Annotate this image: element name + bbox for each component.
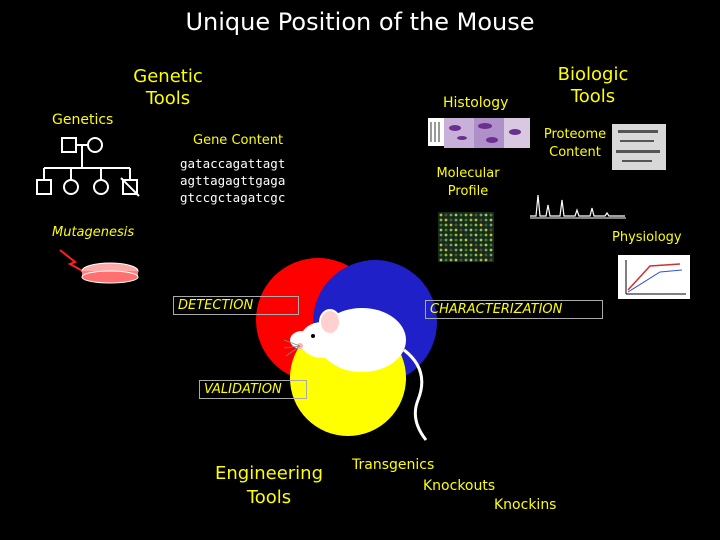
knockins-label: Knockins: [494, 497, 557, 513]
histology-label: Histology: [443, 95, 509, 111]
characterization-text: CHARACTERIZATION: [430, 302, 563, 317]
detection-text: DETECTION: [178, 298, 254, 313]
detection-circle: [256, 258, 380, 382]
genetic-tools-label: Genetic Tools: [133, 66, 203, 109]
characterization-label: CHARACTERIZATION: [425, 300, 603, 319]
biologic-tools-label: Biologic Tools: [557, 64, 629, 107]
mouse-icon: [283, 308, 428, 441]
validation-circle: [290, 320, 406, 436]
mutagenesis-label: Mutagenesis: [52, 225, 135, 240]
knockouts-label: Knockouts: [423, 478, 496, 494]
genetics-label: Genetics: [52, 112, 114, 128]
detection-label: DETECTION: [173, 296, 299, 315]
molecular-profile-label: Molecular Profile: [436, 166, 500, 199]
validation-label: VALIDATION: [199, 380, 307, 399]
engineering-tools-label: Engineering Tools: [215, 463, 323, 508]
characterization-circle: [313, 260, 437, 384]
sequence-line-1: gataccagattagt: [180, 156, 286, 171]
transgenics-label: Transgenics: [352, 457, 435, 473]
proteome-content-label: Proteome Content: [543, 127, 607, 160]
sequence-line-3: gtccgctagatcgc: [180, 190, 286, 205]
validation-text: VALIDATION: [204, 382, 282, 397]
gene-content-label: Gene Content: [193, 133, 284, 148]
page-title: Unique Position of the Mouse: [185, 8, 535, 36]
physiology-label: Physiology: [612, 230, 682, 245]
sequence-line-2: agttagagttgaga: [180, 173, 286, 188]
